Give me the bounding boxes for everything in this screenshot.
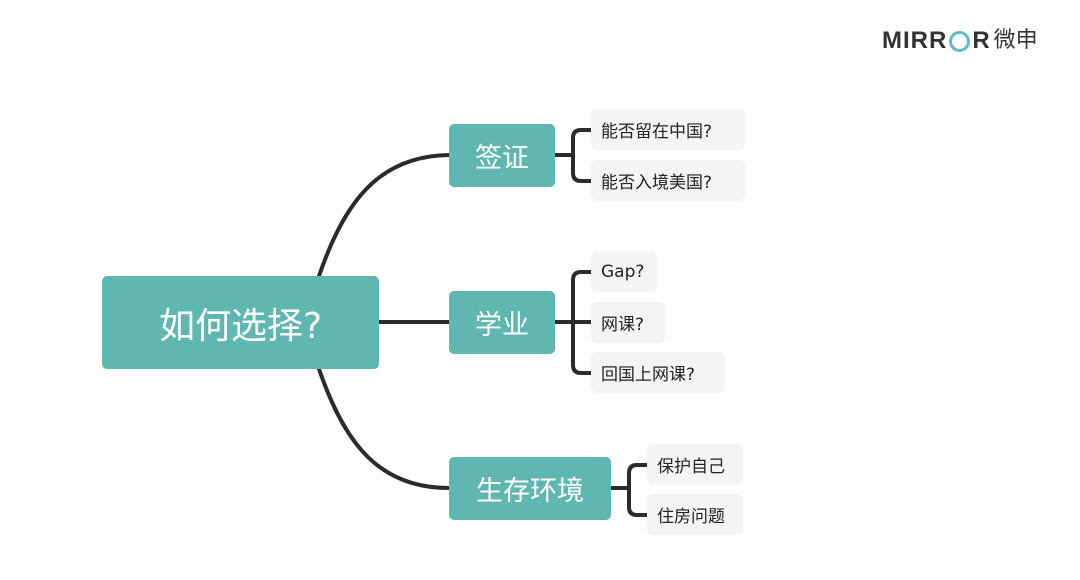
logo-ring-icon — [949, 30, 971, 52]
leaf-node-stay-in-china: 能否留在中国? — [591, 109, 745, 150]
leaf-node-enter-us: 能否入境美国? — [591, 160, 745, 201]
branch-node-study: 学业 — [449, 291, 555, 354]
logo-text-start: MIRR — [882, 27, 948, 54]
connector-visa-leaves — [553, 128, 593, 183]
leaf-node-online-classes-from-home: 回国上网课? — [591, 352, 725, 393]
leaf-node-housing: 住房问题 — [647, 494, 743, 535]
logo-chinese-text: 微申 — [993, 28, 1038, 53]
connector-root-life — [317, 367, 451, 490]
logo-text-end: R — [972, 27, 991, 54]
connector-life-leaves — [609, 463, 649, 517]
connector-study-leaves — [553, 270, 593, 375]
logo-wordmark: MIRR R — [882, 27, 991, 55]
root-node: 如何选择? — [102, 276, 379, 369]
leaf-node-gap: Gap? — [591, 251, 657, 292]
connector-root-visa — [317, 153, 451, 278]
mirror-logo: MIRR R 微申 — [882, 27, 1038, 55]
branch-node-visa: 签证 — [449, 124, 555, 187]
leaf-node-online-classes: 网课? — [591, 302, 665, 343]
leaf-node-protect-yourself: 保护自己 — [647, 444, 743, 485]
branch-node-living-environment: 生存环境 — [449, 457, 611, 520]
